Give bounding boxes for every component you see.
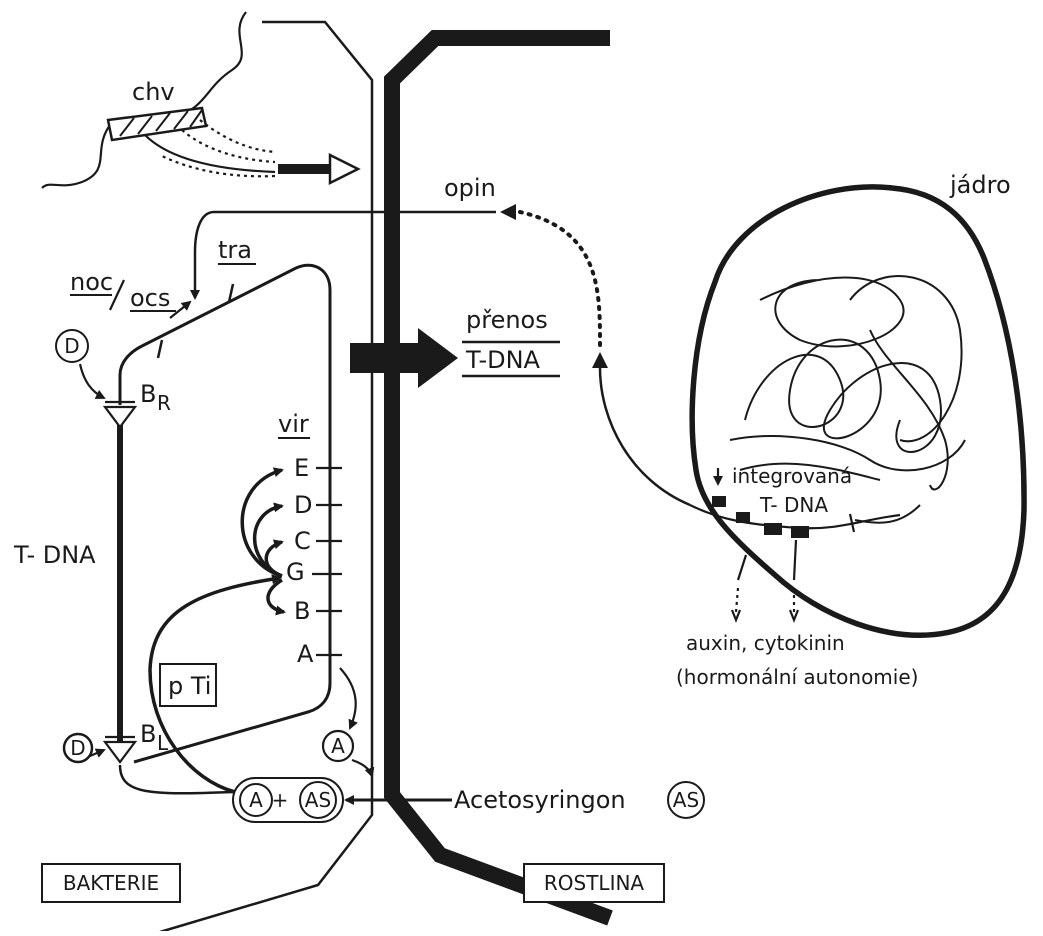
tdna-transfer-arrow <box>350 328 458 388</box>
flagellum-tail <box>42 125 110 188</box>
vir-gene-a: A <box>297 640 314 668</box>
vir-gene-c: C <box>294 527 311 555</box>
left-border-marker <box>105 742 135 762</box>
vir-label: vir <box>278 410 309 438</box>
svg-text:A: A <box>249 788 263 812</box>
acetosyringone-label: Acetosyringon <box>454 786 626 814</box>
bacterium-label: BAKTERIE <box>63 871 159 895</box>
hormones-label-line2: (hormonální autonomie) <box>676 665 918 689</box>
right-border-marker <box>105 407 135 427</box>
vir-gene-ticks <box>312 468 342 655</box>
vir-gene-e: E <box>294 454 309 482</box>
virg-activation-arrows <box>242 470 284 612</box>
transfer-label-line1: přenos <box>466 306 548 334</box>
svg-text:D: D <box>64 334 79 358</box>
flagellum-hatched-body <box>108 108 206 140</box>
nucleus-label: jádro <box>949 171 1011 199</box>
chemotaxis-arrow-shaft <box>278 164 332 174</box>
flagellum-line <box>175 12 246 118</box>
chemotaxis-open-arrowhead <box>330 155 358 183</box>
vir-gene-d: D <box>294 491 312 519</box>
integrated-label-line2: T- DNA <box>759 493 828 517</box>
ocs-label: ocs <box>130 284 170 312</box>
flagellum-label: chv <box>132 78 175 106</box>
noc-label: noc <box>70 268 113 296</box>
svg-text:+: + <box>272 788 289 812</box>
nucleus-to-opine-arrow <box>600 368 690 505</box>
hormones-label-line1: auxin, cytokinin <box>686 631 845 655</box>
svg-text:B: B <box>140 380 156 408</box>
vir-gene-labels: E D C G B A <box>286 454 314 668</box>
right-border-label: B R <box>140 380 171 415</box>
protein-d-top: D <box>56 330 88 362</box>
left-border-label: B L <box>140 720 169 755</box>
protein-a: A <box>323 731 353 761</box>
tra-label: tra <box>218 236 252 264</box>
svg-text:D: D <box>70 736 85 760</box>
vira-to-a-arrow <box>340 668 356 728</box>
opine-arrowhead <box>500 204 516 220</box>
hormone-arrows <box>732 540 798 620</box>
tdna-side-label: T- DNA <box>13 541 96 569</box>
transfer-label-line2: T-DNA <box>465 346 541 374</box>
integrated-label-line1: integrovaná <box>732 464 852 488</box>
as-symbol: AS <box>668 782 704 818</box>
vir-gene-g: G <box>286 558 305 586</box>
pti-label: p Ti <box>168 672 211 700</box>
protein-d-bottom: D <box>64 734 92 762</box>
svg-text:B: B <box>140 720 156 748</box>
svg-text:R: R <box>157 391 171 415</box>
vir-gene-b: B <box>294 597 310 625</box>
a-as-complex: A + AS <box>233 778 343 822</box>
svg-text:A: A <box>331 734 345 758</box>
svg-text:AS: AS <box>305 788 331 812</box>
svg-text:AS: AS <box>673 788 699 812</box>
plant-label: ROSTLINA <box>544 871 645 895</box>
opine-label: opin <box>444 174 496 202</box>
